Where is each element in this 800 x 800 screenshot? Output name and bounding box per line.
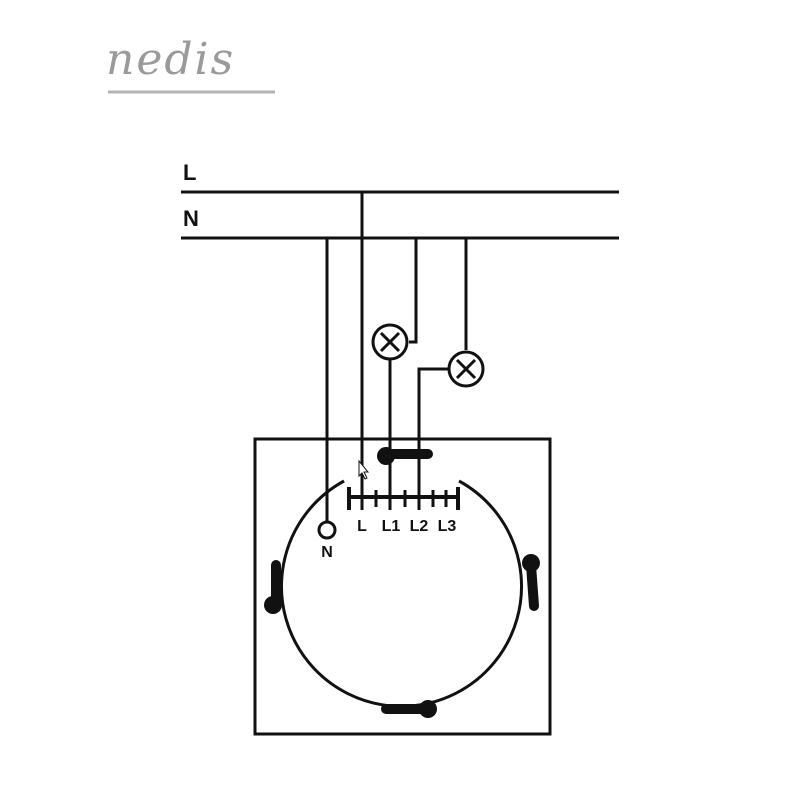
cursor-icon: [358, 459, 370, 480]
lamp1-neutral-wire: [409, 238, 418, 344]
terminal-label-l: L: [357, 518, 367, 535]
mounting-slot-top: [377, 447, 433, 465]
mounting-ring: [280, 479, 523, 708]
lamp2-icon: [447, 350, 485, 388]
logo-text: nedis: [106, 34, 235, 85]
terminal-block: [347, 487, 460, 510]
neutral-line-label: N: [183, 206, 199, 231]
switch-wall-box: [253, 437, 552, 736]
mounting-slot-bottom: [381, 700, 437, 718]
neutral-terminal-label: N: [321, 544, 333, 561]
live-line-label: L: [183, 160, 196, 185]
lamp1-icon: [371, 323, 409, 361]
neutral-terminal: [317, 520, 337, 540]
mounting-slot-right: [522, 554, 540, 611]
nedis-logo: nedis: [106, 34, 275, 94]
terminal-label-l1: L1: [382, 518, 401, 535]
lamp2-switch-wire: [417, 367, 449, 490]
terminal-label-l3: L3: [438, 518, 457, 535]
mounting-slot-left: [264, 560, 282, 614]
terminal-label-l2: L2: [410, 518, 429, 535]
